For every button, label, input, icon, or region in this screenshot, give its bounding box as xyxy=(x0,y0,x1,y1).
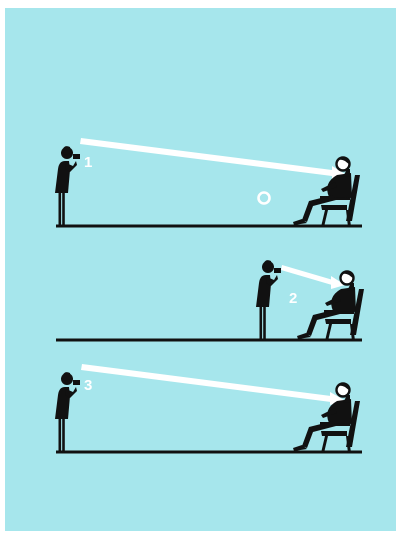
ground-line xyxy=(56,451,362,454)
panel-label: 2 xyxy=(289,290,297,307)
panel-label: 1 xyxy=(84,154,92,171)
ground-line xyxy=(56,225,362,228)
panel-label: 3 xyxy=(84,377,92,394)
ground-line xyxy=(56,339,362,342)
